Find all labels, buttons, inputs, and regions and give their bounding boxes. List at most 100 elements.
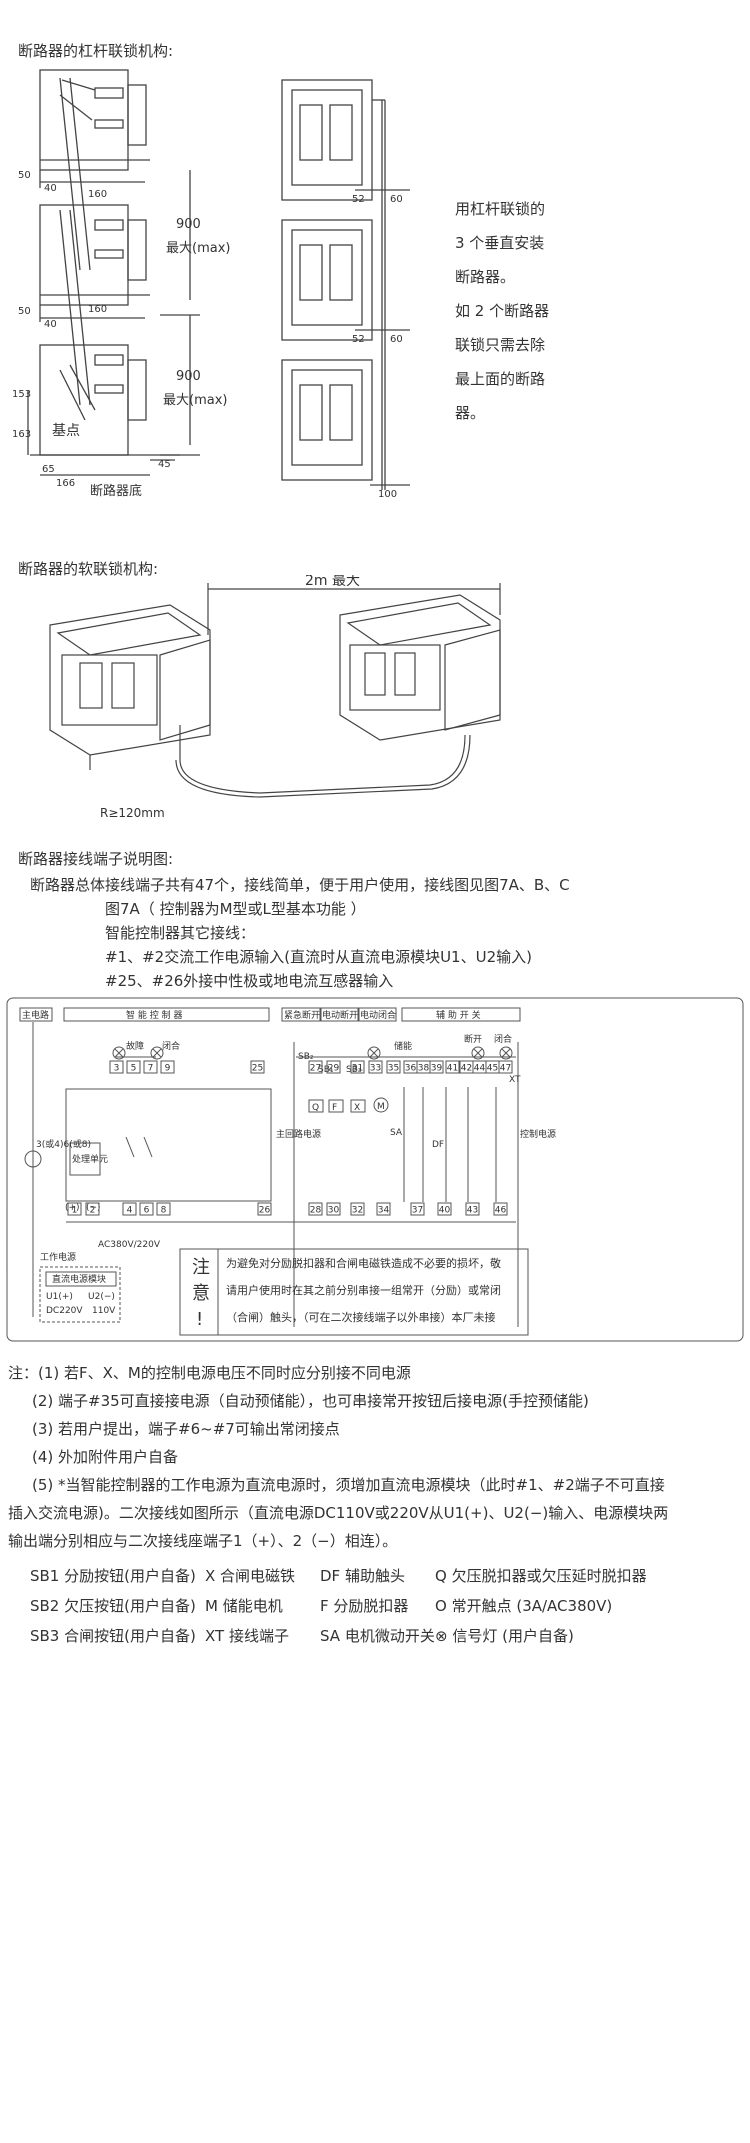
notice-title-char: 注 bbox=[192, 1257, 210, 1278]
legend-item: SB2 欠压按钮(用户自备) bbox=[30, 1597, 196, 1615]
base-point-label: 基点 bbox=[52, 422, 80, 439]
notice-text-line: （合闸）触头，（可在二次接线端子以外串接）本厂未接 bbox=[226, 1310, 496, 1324]
terminal-top: 42 bbox=[461, 1064, 472, 1074]
terminal-bottom: 6 bbox=[144, 1206, 150, 1216]
legend-item: SB3 合闸按钮(用户自备) bbox=[30, 1627, 196, 1645]
terminal-top-box bbox=[498, 1060, 513, 1074]
terminal-bottom-box bbox=[85, 1202, 100, 1216]
dc-module-label: 直流电源模块 bbox=[52, 1273, 106, 1285]
terminal-bottom-box bbox=[350, 1202, 365, 1216]
terminal-top: 5 bbox=[131, 1064, 137, 1074]
dim-65: 65 bbox=[42, 464, 55, 475]
notice-text-line: 请用户使用时在其之前分别串接一组常开（分励）或常闭 bbox=[226, 1283, 501, 1297]
terminal-bottom-box bbox=[308, 1202, 323, 1216]
df-label: DF bbox=[432, 1140, 444, 1150]
legend-item: Q 欠压脱扣器或欠压延时脱扣器 bbox=[435, 1567, 647, 1585]
side-note-line: 3 个垂直安装 bbox=[455, 234, 545, 252]
terminal-top-box bbox=[308, 1060, 323, 1074]
u2-label: U2(−) bbox=[88, 1292, 115, 1302]
intro-line: 断路器总体接线端子共有47个，接线简单，便于用户使用，接线图见图7A、B、C bbox=[30, 876, 570, 894]
terminal-bottom: 32 bbox=[352, 1206, 363, 1216]
lever-interlock-diagram: 50 40 160 900 最大(max) 50 40 160 900 最大(m… bbox=[12, 69, 410, 500]
dim-60-top: 60 bbox=[390, 194, 403, 205]
intro-line: #1、#2交流工作电源输入(直流时从直流电源模块U1、U2输入) bbox=[105, 948, 532, 966]
dim-52-mid: 52 bbox=[352, 334, 365, 345]
lamp-close2-label: 闭合 bbox=[494, 1033, 512, 1045]
signal-lamp-icon bbox=[112, 1046, 126, 1060]
dim-900-top: 900 bbox=[176, 217, 201, 232]
legend-item: DF 辅助触头 bbox=[320, 1567, 405, 1585]
terminal-bottom-box bbox=[437, 1202, 452, 1216]
note-line: (5) *当智能控制器的工作电源为直流电源时，须增加直流电源模块（此时#1、#2… bbox=[32, 1476, 665, 1494]
legend-row: SB1 分励按钮(用户自备) X 合闸电磁铁 DF 辅助触头 Q 欠压脱扣器或欠… bbox=[30, 1565, 730, 1595]
terminal-top: 44 bbox=[474, 1064, 486, 1074]
note-line: (3) 若用户提出，端子#6~#7可输出常闭接点 bbox=[32, 1420, 340, 1438]
terminal-top: 25 bbox=[252, 1064, 263, 1074]
terminal-bottom-box bbox=[465, 1202, 480, 1216]
dim-60-mid: 60 bbox=[390, 334, 403, 345]
terminal-top-box bbox=[160, 1060, 175, 1074]
side-note-line: 最上面的断路 bbox=[455, 370, 546, 388]
dim-153: 153 bbox=[12, 389, 31, 400]
terminal-top: 3 bbox=[114, 1064, 120, 1074]
terminal-bottom-box bbox=[257, 1202, 272, 1216]
terminal-top-box bbox=[429, 1060, 444, 1074]
sb3-label: SB₃ bbox=[346, 1065, 362, 1075]
legend-item: XT 接线端子 bbox=[205, 1627, 289, 1645]
bend-radius-label: R≥120mm bbox=[100, 806, 165, 820]
terminal-top: 38 bbox=[418, 1064, 430, 1074]
terminal-bottom: 8 bbox=[161, 1206, 167, 1216]
legend-item: F 分励脱扣器 bbox=[320, 1597, 409, 1615]
breaker-base-label: 断路器底 bbox=[90, 483, 142, 499]
legend-item: ⊗ 信号灯 (用户自备) bbox=[435, 1627, 574, 1645]
side-note-line: 器。 bbox=[455, 404, 486, 422]
ac-voltage-label: AC380V/220V bbox=[98, 1240, 161, 1250]
dim-max-bottom: 最大(max) bbox=[163, 393, 227, 408]
terminal-top-box bbox=[386, 1060, 401, 1074]
signal-lamp-icon bbox=[150, 1046, 164, 1060]
section-title-soft: 断路器的软联锁机构: bbox=[18, 560, 159, 578]
dim-50-mid: 50 bbox=[18, 306, 31, 317]
legend-item: SA 电机微动开关 bbox=[320, 1627, 435, 1645]
dim-163: 163 bbox=[12, 429, 31, 440]
max-distance-label: 2m 最大 bbox=[305, 575, 360, 589]
terminal-bottom-box bbox=[122, 1202, 137, 1216]
terminal-bottom-box bbox=[67, 1202, 82, 1216]
terminal-top-box bbox=[445, 1060, 460, 1074]
notice-title-char: 意 bbox=[192, 1283, 210, 1304]
x-label: X bbox=[354, 1103, 360, 1113]
soft-interlock-diagram: 2m 最大 R≥120mm bbox=[49, 575, 501, 820]
legend-row: SB3 合闸按钮(用户自备) XT 接线端子 SA 电机微动开关 ⊗ 信号灯 (… bbox=[30, 1625, 730, 1655]
sb1-label: SB₁ bbox=[318, 1065, 334, 1075]
terminal-top-box bbox=[350, 1060, 365, 1074]
processing-unit-label: 处理单元 bbox=[72, 1153, 108, 1165]
terminal-top: 9 bbox=[165, 1064, 171, 1074]
dim-160-mid: 160 bbox=[88, 304, 107, 315]
side-note-line: 联锁只需去除 bbox=[455, 336, 546, 354]
terminal-bottom: 40 bbox=[439, 1206, 451, 1216]
header-main-circuit: 主电路 bbox=[22, 1009, 49, 1021]
terminal-top: 36 bbox=[405, 1064, 417, 1074]
terminal-top-box bbox=[143, 1060, 158, 1074]
terminal-bottom: 28 bbox=[310, 1206, 322, 1216]
note-line: 输出端分别相应与二次接线座端子1（+）、2（−）相连）。 bbox=[8, 1532, 398, 1550]
legend-item: SB1 分励按钮(用户自备) bbox=[30, 1567, 196, 1585]
dim-900-bottom: 900 bbox=[176, 369, 201, 384]
lamp-store-label: 储能 bbox=[394, 1040, 412, 1052]
control-power-label: 控制电源 bbox=[520, 1128, 556, 1140]
section-title-lever: 断路器的杠杆联锁机构: bbox=[18, 42, 174, 60]
notice-title-char: ! bbox=[196, 1309, 203, 1330]
lamp-fault-label: 故障 bbox=[126, 1040, 144, 1052]
note-line: 注：(1) 若F、X、M的控制电源电压不同时应分别接不同电源 bbox=[8, 1364, 411, 1382]
terminal-bottom-box bbox=[493, 1202, 508, 1216]
legend-item: X 合闸电磁铁 bbox=[205, 1567, 296, 1585]
terminal-bottom: 37 bbox=[412, 1206, 423, 1216]
dim-40-mid: 40 bbox=[44, 319, 57, 330]
terminal-bottom: 30 bbox=[328, 1206, 340, 1216]
terminal-top: 7 bbox=[148, 1064, 154, 1074]
intro-line: 图7A（ 控制器为M型或L型基本功能 ） bbox=[105, 900, 366, 918]
terminal-bottom-box bbox=[156, 1202, 171, 1216]
minus-label: (−) bbox=[86, 1203, 101, 1213]
legend-item: M 储能电机 bbox=[205, 1597, 283, 1615]
legend-table: SB1 分励按钮(用户自备) X 合闸电磁铁 DF 辅助触头 Q 欠压脱扣器或欠… bbox=[30, 1565, 730, 1655]
